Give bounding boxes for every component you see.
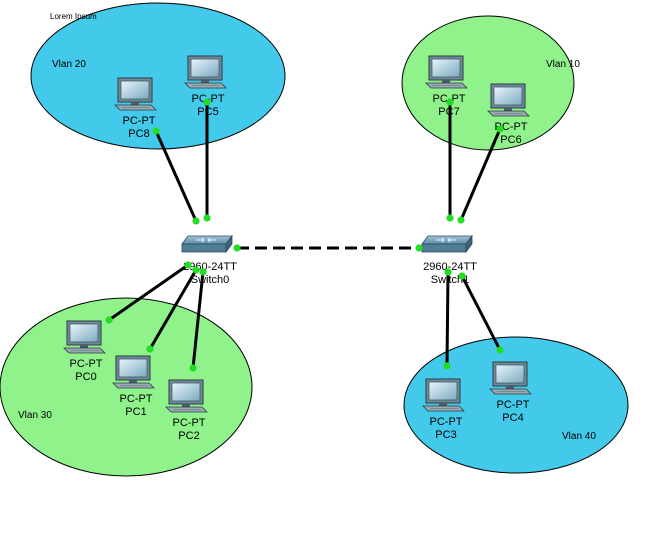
- link-endpoint-dot: [458, 272, 466, 280]
- switch-model-label: 2960-24TT: [423, 261, 477, 273]
- link-endpoint-dot: [189, 364, 197, 372]
- desktop-pc-icon: [184, 55, 227, 89]
- link-endpoint-dot: [105, 316, 113, 324]
- pc-name-label: PC0: [75, 371, 96, 383]
- desktop-pc-icon: [114, 77, 157, 111]
- vlan-label: Vlan 30: [18, 410, 52, 421]
- pc-name-label: PC6: [500, 134, 521, 146]
- desktop-pc-icon: [489, 361, 532, 395]
- link-line: [191, 271, 205, 369]
- pc-type-label: PC-PT: [497, 399, 530, 411]
- vlan-ellipse: [403, 336, 629, 474]
- vlan-area-vlan20: Vlan 20: [30, 2, 286, 150]
- link-endpoint-dot: [496, 125, 504, 133]
- vlan-label: Vlan 40: [562, 431, 596, 442]
- link-line: [108, 263, 189, 322]
- pc-name-label: PC7: [438, 106, 459, 118]
- vlan-area-vlan40: Vlan 40: [403, 336, 629, 474]
- switch-icon: [421, 234, 473, 254]
- link-endpoint-dot: [446, 214, 454, 222]
- link-line: [148, 269, 198, 350]
- desktop-pc-icon: [63, 320, 106, 354]
- pc-name-label: PC4: [502, 412, 523, 424]
- note-label: Lorem Ipsum: [50, 12, 97, 21]
- pc-name-label: PC2: [178, 430, 199, 442]
- vlan-label: Vlan 10: [546, 59, 580, 70]
- link-endpoint-dot: [496, 346, 504, 354]
- link-endpoint-dot: [203, 214, 211, 222]
- switch-name-label: Switch0: [191, 274, 230, 286]
- pc-type-label: PC-PT: [70, 358, 103, 370]
- vlan-label: Vlan 20: [52, 59, 86, 70]
- vlan-ellipse: [401, 15, 575, 151]
- pc-name-label: PC1: [125, 406, 146, 418]
- vlan-area-vlan10: Vlan 10: [401, 15, 580, 151]
- link-endpoint-dot: [446, 98, 454, 106]
- link-endpoint-dot: [192, 217, 200, 225]
- pc-type-label: PC-PT: [123, 115, 156, 127]
- link-line: [154, 130, 198, 222]
- devices-layer: PC-PTPC8PC-PTPC5PC-PTPC7PC-PTPC6PC-PTPC0…: [63, 55, 532, 442]
- link-endpoint-dot: [415, 244, 423, 252]
- switch-icon: [181, 234, 233, 254]
- pc-name-label: PC3: [435, 429, 456, 441]
- desktop-pc-icon: [165, 379, 208, 413]
- desktop-pc-icon: [422, 378, 465, 412]
- link-endpoint-dot: [192, 266, 200, 274]
- desktop-pc-icon: [425, 55, 468, 89]
- pc-type-label: PC-PT: [120, 393, 153, 405]
- pc-pc5[interactable]: PC-PTPC5: [184, 55, 227, 118]
- link-dots-layer: [105, 98, 504, 372]
- link-endpoint-dot: [152, 127, 160, 135]
- link-endpoint-dot: [443, 362, 451, 370]
- desktop-pc-icon: [487, 83, 530, 117]
- link-endpoint-dot: [199, 268, 207, 276]
- pc-type-label: PC-PT: [173, 417, 206, 429]
- pc-name-label: PC8: [128, 128, 149, 140]
- link-line: [460, 275, 502, 351]
- link-line: [459, 128, 502, 221]
- link-endpoint-dot: [184, 261, 192, 269]
- desktop-pc-icon: [112, 355, 155, 389]
- link-endpoint-dot: [146, 345, 154, 353]
- link-endpoint-dot: [457, 216, 465, 224]
- vlan-ellipse: [30, 2, 286, 150]
- links-layer: [108, 102, 502, 369]
- link-endpoint-dot: [444, 268, 452, 276]
- switch-model-label: 2960-24TT: [183, 261, 237, 273]
- link-endpoint-dot: [203, 98, 211, 106]
- pc-type-label: PC-PT: [430, 416, 463, 428]
- pc-name-label: PC5: [197, 106, 218, 118]
- link-line: [445, 271, 450, 367]
- link-endpoint-dot: [233, 244, 241, 252]
